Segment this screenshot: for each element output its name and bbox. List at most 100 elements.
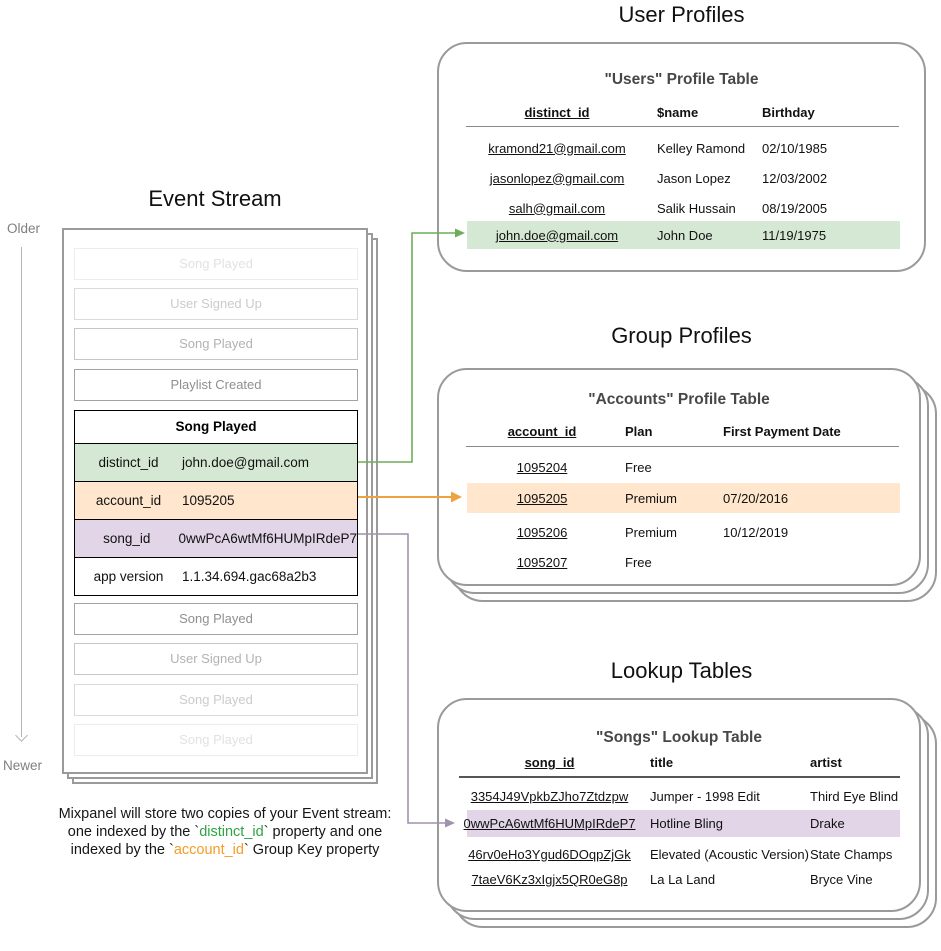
cell-birthday: 12/03/2002 — [762, 170, 828, 186]
cell-account-id: 1095207 — [516, 554, 568, 570]
lookup-tables-title: Lookup Tables — [610, 658, 753, 683]
table-row: 3354J49VpkbZJho7Ztdzpw Jumper - 1998 Edi… — [467, 783, 900, 810]
cell-account-id: 1095206 — [516, 524, 568, 540]
caption-line3-pre: indexed by the ` — [70, 842, 174, 858]
property-key: distinct_id — [98, 455, 159, 470]
cell-account-id: 1095204 — [516, 459, 568, 475]
cell-account-id: 1095205 — [516, 490, 568, 506]
cell-song-id: 7taeV6Kz3xIgjx5QR0eG8p — [471, 872, 628, 887]
header-divider — [466, 126, 899, 127]
event-item: Song Played — [74, 328, 358, 360]
cell-artist: Third Eye Blind — [810, 789, 899, 804]
event-item: Playlist Created — [74, 369, 358, 401]
table-row: kramond21@gmail.com Kelley Ramond 02/10/… — [467, 134, 900, 162]
table-row: 1095207 Free — [467, 547, 900, 577]
caption-line3-post: ` Group Key property — [243, 842, 380, 858]
cell-distinct-id: kramond21@gmail.com — [488, 140, 626, 156]
property-key: song_id — [103, 531, 151, 546]
cell-name: Salik Hussain — [657, 200, 736, 216]
property-value: john.doe@gmail.com — [182, 455, 310, 470]
cell-artist: Drake — [810, 816, 845, 831]
cell-song-id: 3354J49VpkbZJho7Ztdzpw — [470, 789, 629, 804]
event-property-row: distinct_id john.doe@gmail.com — [75, 443, 357, 481]
column-header-account-id: account_id — [507, 424, 577, 439]
header-divider — [466, 446, 899, 447]
table-row-highlighted: john.doe@gmail.com John Doe 11/19/1975 — [467, 221, 900, 249]
cell-birthday: 08/19/2005 — [762, 200, 828, 216]
selected-event-detail: Song Played distinct_id john.doe@gmail.c… — [74, 410, 358, 596]
column-header-first-payment-date: First Payment Date — [723, 424, 841, 439]
cell-birthday: 11/19/1975 — [762, 227, 827, 243]
column-header-distinct-id: distinct_id — [524, 105, 590, 120]
cell-plan: Premium — [625, 490, 678, 506]
caption-distinct-id: distinct_id — [199, 824, 264, 840]
cell-title: Jumper - 1998 Edit — [650, 789, 760, 804]
event-property-row: account_id 1095205 — [75, 481, 357, 519]
accounts-profile-card — [437, 368, 921, 586]
cell-distinct-id: john.doe@gmail.com — [495, 227, 619, 243]
table-row: jasonlopez@gmail.com Jason Lopez 12/03/2… — [467, 164, 900, 192]
cell-song-id: 0wwPcA6wtMf6HUMpIRdeP7 — [463, 816, 636, 831]
timeline-older-label: Older — [7, 221, 41, 236]
cell-title: Elevated (Acoustic Version) — [650, 847, 809, 862]
accounts-table-heading: "Accounts" Profile Table — [588, 391, 770, 408]
user-profiles-title: User Profiles — [618, 2, 745, 27]
cell-song-id: 46rv0eHo3Ygud6DOqpZjGk — [468, 847, 631, 862]
table-row-highlighted: 1095205 Premium 07/20/2016 — [467, 483, 900, 513]
caption-line2-post: ` property and one — [263, 824, 383, 840]
table-row-highlighted: 0wwPcA6wtMf6HUMpIRdeP7 Hotline Bling Dra… — [463, 810, 900, 837]
cell-title: La La Land — [650, 872, 716, 887]
property-value: 1.1.34.694.gac68a2b3 — [182, 569, 317, 584]
column-header-birthday: Birthday — [762, 105, 815, 120]
column-header-song-id: song_id — [524, 755, 575, 770]
column-header-title: title — [650, 755, 674, 770]
cell-plan: Premium — [625, 524, 678, 540]
header-divider — [459, 776, 900, 778]
cell-name: Kelley Ramond — [657, 140, 746, 156]
cell-name: Jason Lopez — [657, 170, 731, 186]
footnote-caption: Mixpanel will store two copies of your E… — [25, 805, 425, 859]
table-row: 1095206 Premium 10/12/2019 — [467, 517, 900, 547]
event-item: Song Played — [74, 724, 358, 756]
cell-name: John Doe — [657, 227, 713, 243]
table-row: salh@gmail.com Salik Hussain 08/19/2005 — [467, 194, 900, 222]
event-item: Song Played — [74, 684, 358, 716]
caption-line2-pre: one indexed by the ` — [67, 824, 200, 840]
column-header-name: $name — [657, 105, 699, 120]
timeline-arrow-line — [21, 247, 22, 737]
cell-title: Hotline Bling — [650, 816, 723, 831]
event-stream-title: Event Stream — [148, 186, 282, 211]
property-value: 0wwPcA6wtMf6HUMpIRdeP7 — [178, 531, 357, 546]
cell-first-payment-date: 10/12/2019 — [723, 524, 789, 540]
songs-lookup-card — [437, 698, 921, 912]
cell-birthday: 02/10/1985 — [762, 140, 828, 156]
event-item: User Signed Up — [74, 288, 358, 320]
group-profiles-title: Group Profiles — [611, 323, 752, 348]
event-item: Song Played — [74, 603, 358, 635]
table-row: 7taeV6Kz3xIgjx5QR0eG8p La La Land Bryce … — [467, 866, 900, 893]
table-row: 46rv0eHo3Ygud6DOqpZjGk Elevated (Acousti… — [467, 841, 900, 868]
cell-first-payment-date: 07/20/2016 — [723, 490, 789, 506]
arrow-down-icon — [15, 729, 28, 742]
property-key: account_id — [95, 493, 162, 508]
event-property-row: app version 1.1.34.694.gac68a2b3 — [75, 557, 357, 595]
column-header-artist: artist — [810, 755, 842, 770]
event-item: User Signed Up — [74, 643, 358, 675]
property-value: 1095205 — [182, 493, 235, 508]
cell-distinct-id: jasonlopez@gmail.com — [489, 170, 625, 186]
users-table-heading: "Users" Profile Table — [604, 71, 759, 88]
caption-account-id: account_id — [173, 842, 244, 858]
event-item: Song Played — [74, 248, 358, 280]
event-property-row: song_id 0wwPcA6wtMf6HUMpIRdeP7 — [75, 519, 357, 557]
cell-artist: State Champs — [810, 847, 893, 862]
column-header-plan: Plan — [625, 424, 653, 439]
table-row: 1095204 Free — [467, 452, 900, 482]
property-key: app version — [93, 569, 164, 584]
timeline-newer-label: Newer — [3, 758, 43, 773]
selected-event-name: Song Played — [175, 419, 257, 434]
cell-artist: Bryce Vine — [810, 872, 873, 887]
songs-table-heading: "Songs" Lookup Table — [596, 729, 762, 746]
cell-plan: Free — [625, 554, 652, 570]
cell-distinct-id: salh@gmail.com — [508, 200, 606, 216]
